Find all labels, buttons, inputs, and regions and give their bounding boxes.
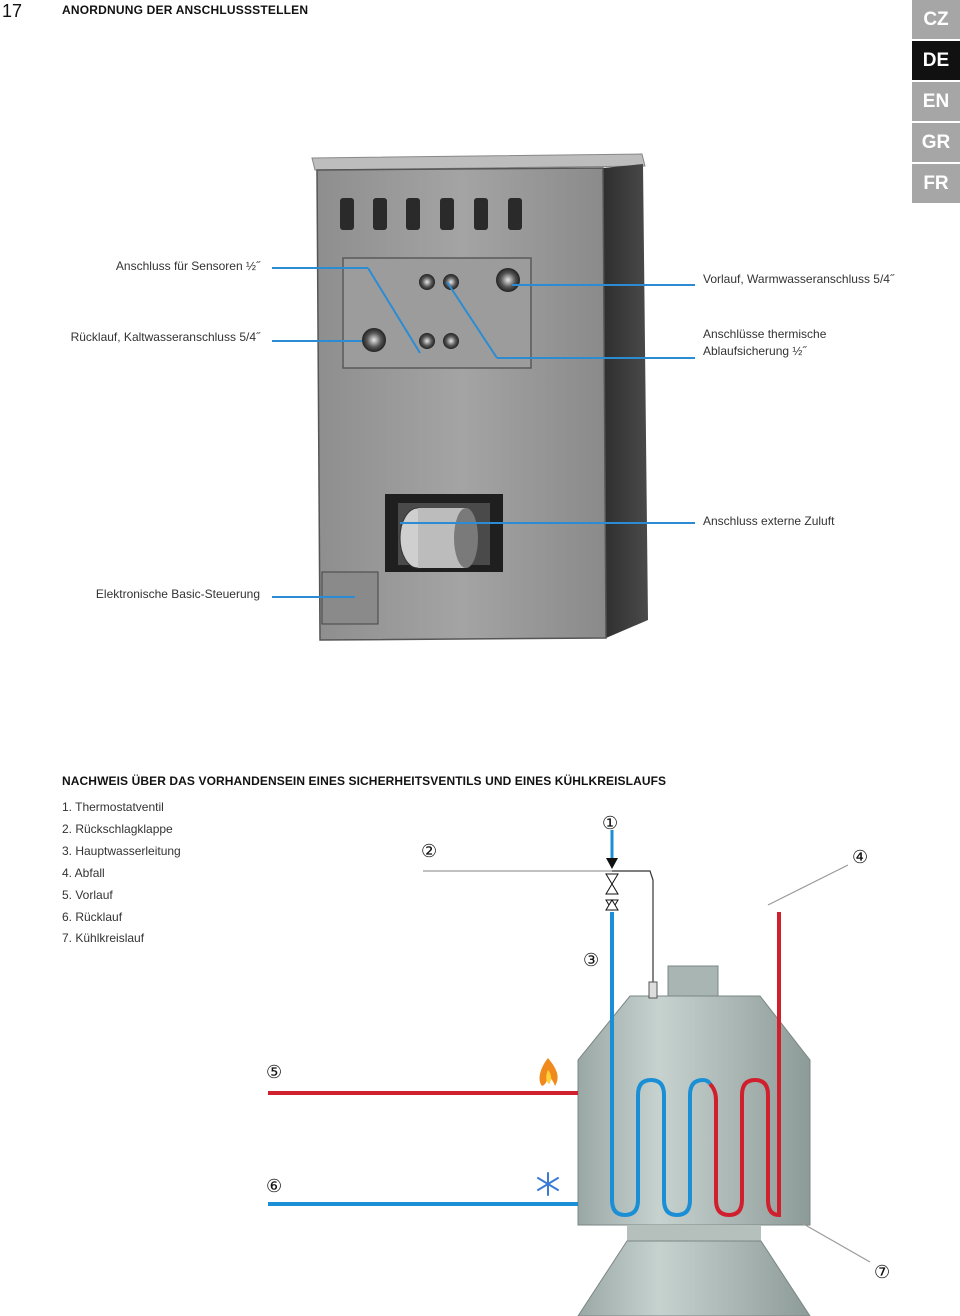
callout-control: Elektronische Basic-Steuerung <box>95 587 260 601</box>
snowflake-icon <box>537 1172 559 1196</box>
marker-6: ⑥ <box>266 1176 282 1197</box>
marker-5: ⑤ <box>266 1062 282 1083</box>
page-title: ANORDNUNG DER ANSCHLUSSSTELLEN <box>62 3 309 17</box>
language-switcher: CZ DE EN GR FR <box>912 0 960 205</box>
list-item: 3. Hauptwasserleitung <box>62 843 181 858</box>
lang-tab-gr[interactable]: GR <box>912 123 960 162</box>
callout-thermal-line1: Anschlüsse thermische <box>703 327 827 341</box>
lang-tab-de[interactable]: DE <box>912 41 960 80</box>
lang-tab-fr[interactable]: FR <box>912 164 960 203</box>
lang-tab-cz[interactable]: CZ <box>912 0 960 39</box>
callout-lines <box>272 267 695 598</box>
marker-2: ② <box>421 841 437 862</box>
list-item: 1. Thermostatventil <box>62 800 164 814</box>
list-item: 5. Vorlauf <box>62 887 113 902</box>
marker-1: ① <box>602 813 618 834</box>
callout-return: Rücklauf, Kaltwasseranschluss 5/4˝ <box>70 330 260 344</box>
section-heading: NACHWEIS ÜBER DAS VORHANDENSEIN EINES SI… <box>62 774 667 788</box>
list-item: 7. Kühlkreislauf <box>62 931 145 946</box>
callout-thermal: Anschlüsse thermische Ablaufsicherung ½˝ <box>703 326 826 360</box>
callout-flow: Vorlauf, Warmwasseranschluss 5/4˝ <box>703 272 894 286</box>
callout-thermal-line2: Ablaufsicherung ½˝ <box>703 344 807 358</box>
marker-4: ④ <box>852 847 868 868</box>
list-item: 4. Abfall <box>62 865 105 880</box>
connection-fittings <box>362 268 520 352</box>
marker-7: ⑦ <box>874 1262 890 1283</box>
flame-icon <box>539 1058 558 1086</box>
list-item: 6. Rücklauf <box>62 909 123 924</box>
callout-air: Anschluss externe Zuluft <box>703 514 835 528</box>
list-item: 2. Rückschlagklappe <box>62 821 173 836</box>
page-number: 17 <box>2 1 23 21</box>
legend-list: 1. Thermostatventil 2. Rückschlagklappe … <box>62 797 181 950</box>
callout-sensors: Anschluss für Sensoren ½˝ <box>115 259 260 273</box>
lang-tab-en[interactable]: EN <box>912 82 960 121</box>
cooling-coil <box>610 912 781 1218</box>
marker-3: ③ <box>583 950 599 971</box>
thermostat-valve <box>605 830 619 911</box>
